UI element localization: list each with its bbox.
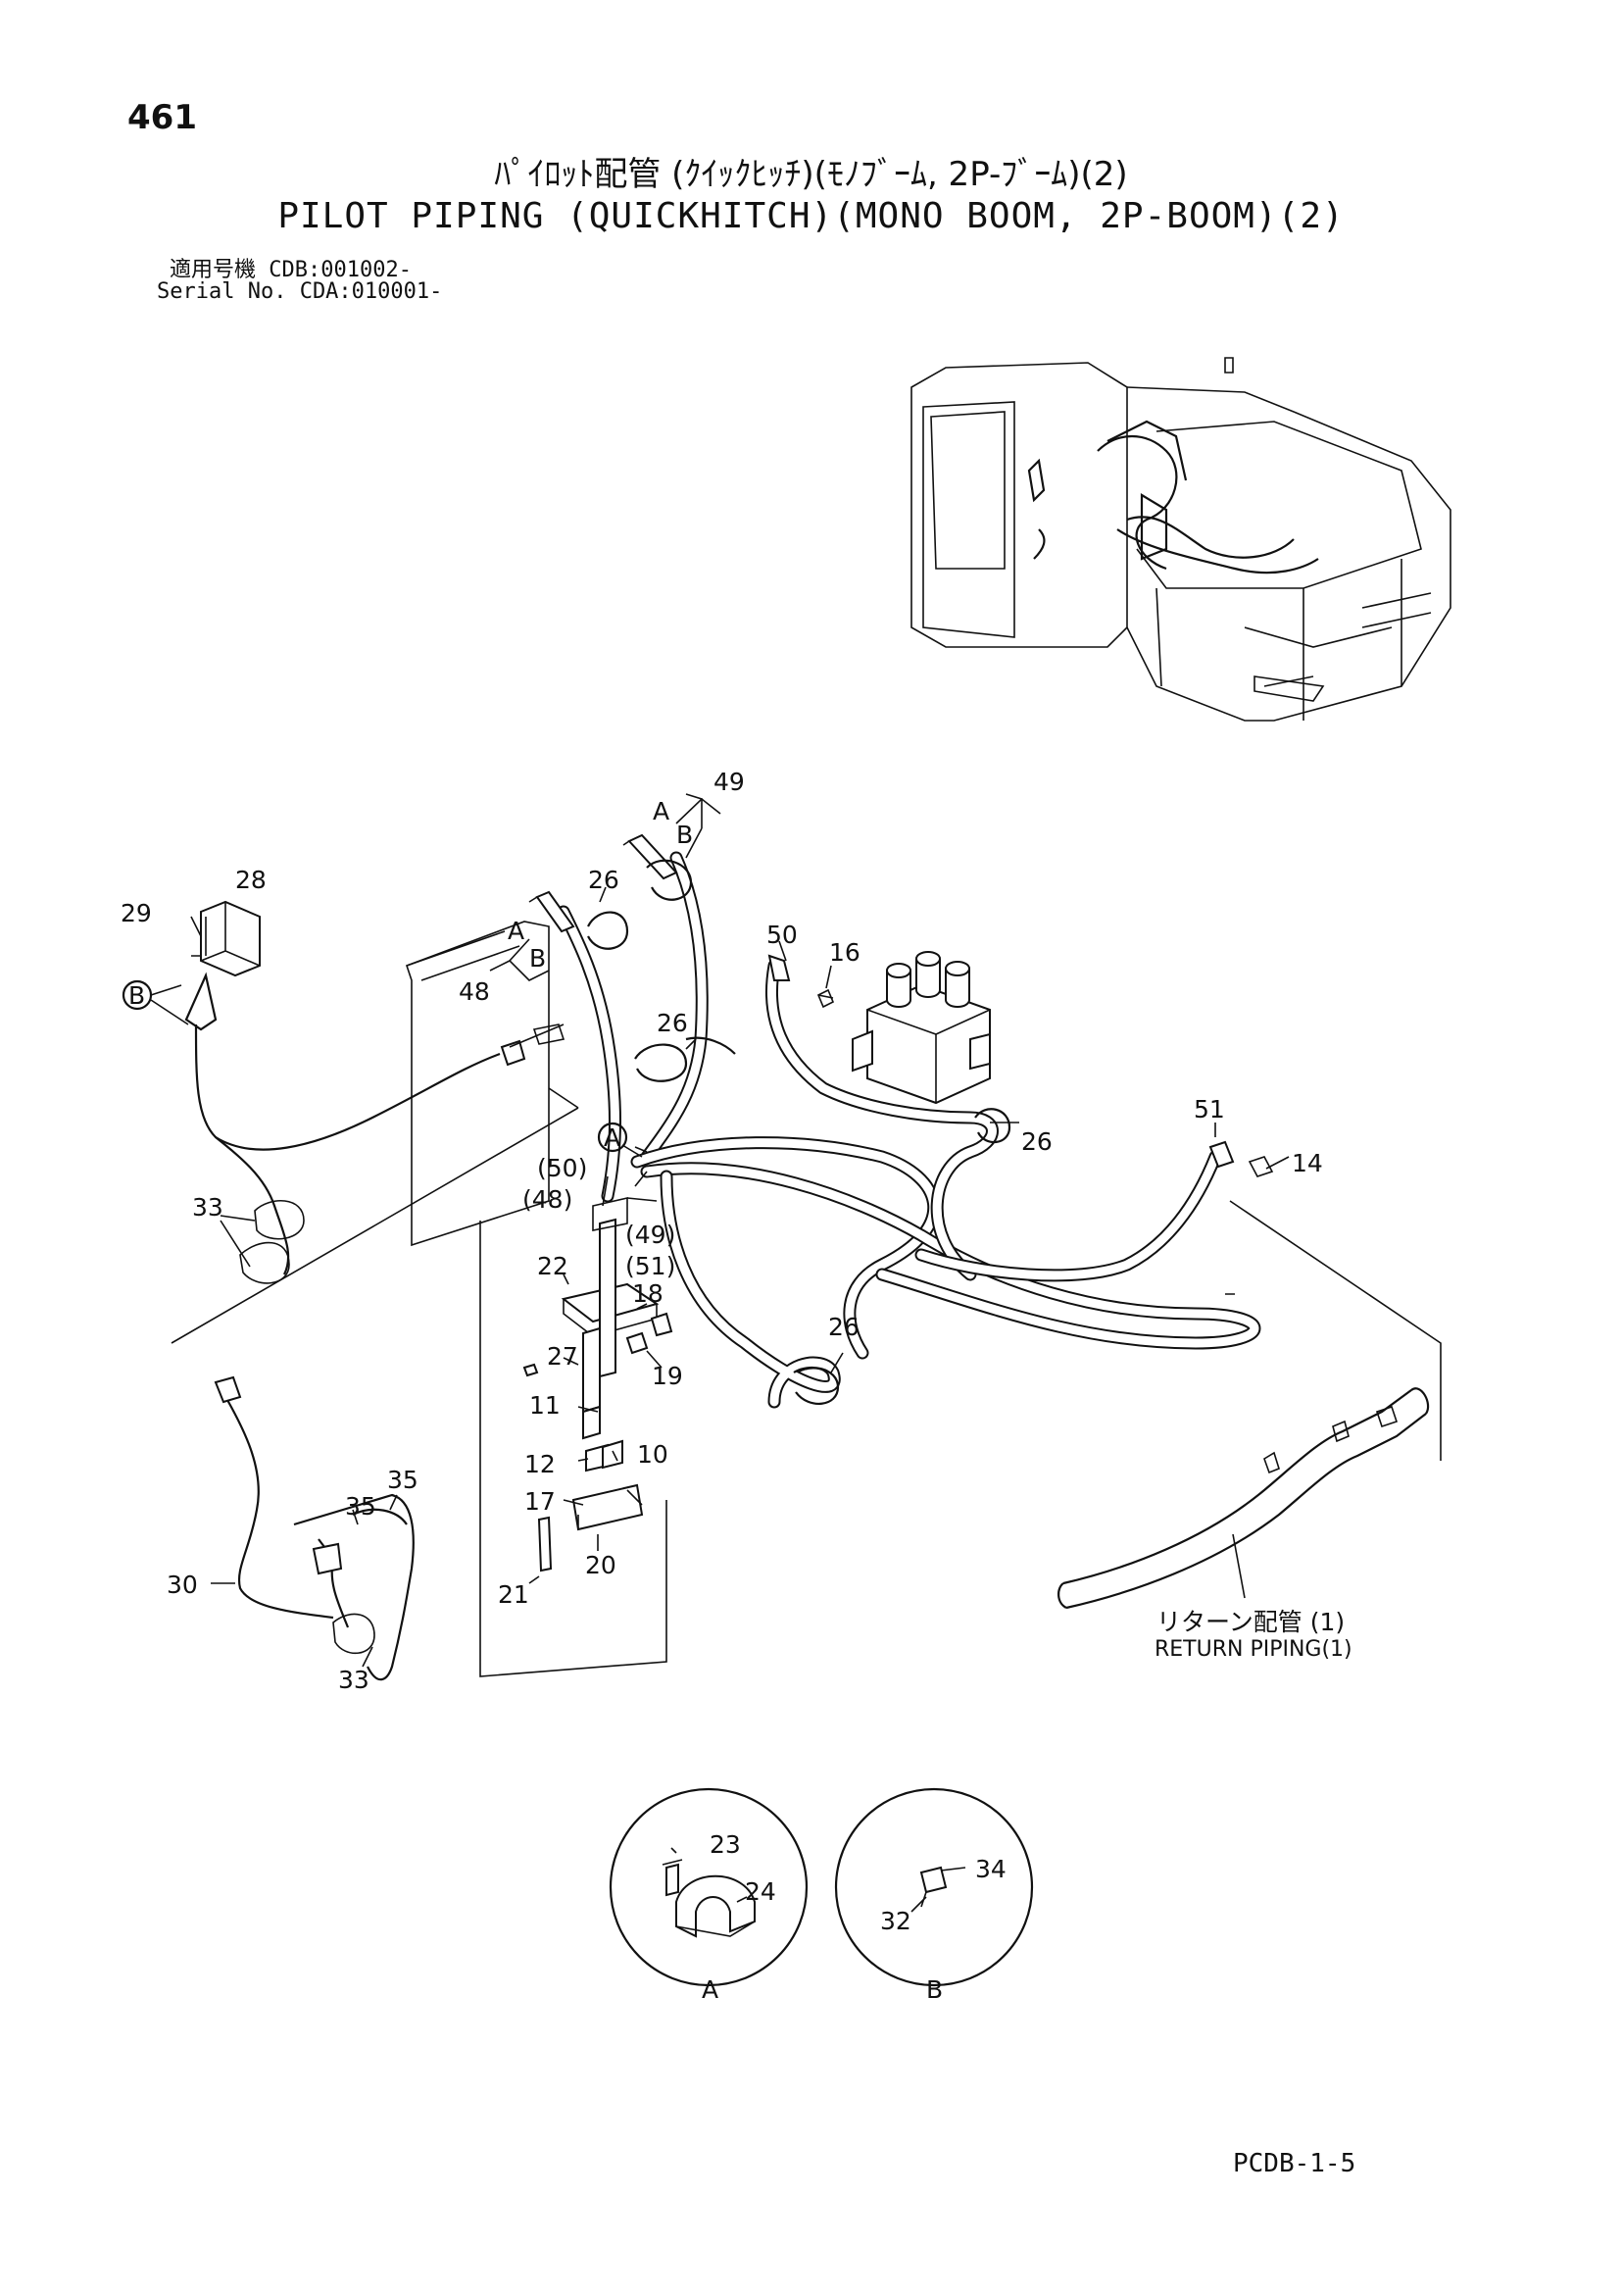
callout-48: 48 — [459, 977, 490, 1006]
callout-49: 49 — [713, 768, 745, 796]
callout-26-d: 26 — [828, 1313, 860, 1341]
callout-21: 21 — [498, 1580, 529, 1609]
callout-51-ref: (51) — [625, 1252, 675, 1280]
callout-24: 24 — [745, 1877, 776, 1906]
callout-49-a: A — [653, 797, 669, 825]
callout-11: 11 — [529, 1391, 561, 1420]
serial-english: Serial No. CDA:010001- — [157, 279, 443, 304]
detail-a-circle — [609, 1787, 809, 1987]
control-valve — [852, 951, 991, 1105]
callout-50-ref: (50) — [537, 1154, 587, 1182]
callout-labels: 49 A B 28 29 26 A B 48 50 16 B 26 A (50)… — [121, 768, 1323, 2004]
callout-49-ref: (49) — [625, 1221, 675, 1249]
callout-50: 50 — [766, 921, 798, 949]
callout-48-b: B — [529, 944, 546, 973]
title-english: PILOT PIPING (QUICKHITCH)(MONO BOOM, 2P-… — [277, 196, 1345, 236]
callout-49-b: B — [676, 821, 693, 849]
callout-34: 34 — [975, 1855, 1007, 1883]
callout-18: 18 — [632, 1279, 664, 1308]
detail-b-label: B — [926, 1975, 943, 2004]
page-number: 461 — [127, 98, 197, 137]
callout-10: 10 — [637, 1440, 668, 1469]
machine-overview — [910, 357, 1451, 722]
callout-23: 23 — [710, 1830, 741, 1859]
callout-16: 16 — [829, 938, 860, 967]
callout-51: 51 — [1194, 1095, 1225, 1123]
callout-35-b: 35 — [387, 1466, 418, 1494]
callout-48-a: A — [508, 917, 524, 945]
callout-35-a: 35 — [345, 1492, 376, 1521]
serial-japanese: 適用号機 CDB:001002- — [170, 258, 412, 282]
callout-33-a: 33 — [192, 1193, 223, 1222]
callout-22: 22 — [537, 1252, 568, 1280]
callout-20: 20 — [585, 1551, 616, 1579]
callout-b-marker: B — [128, 981, 145, 1010]
callout-29: 29 — [121, 899, 152, 927]
return-piping-label-english: RETURN PIPING(1) — [1155, 1637, 1352, 1662]
callout-48-ref: (48) — [522, 1185, 572, 1214]
callout-33-b: 33 — [338, 1666, 369, 1694]
return-piping-label-japanese: リターン配管 (1) — [1156, 1608, 1346, 1636]
callout-14: 14 — [1292, 1149, 1323, 1177]
main-assembly — [122, 793, 1442, 1987]
callout-26-c: 26 — [1021, 1127, 1053, 1156]
detail-b-circle — [834, 1787, 1034, 1987]
callout-a-marker: A — [604, 1123, 620, 1152]
callout-19: 19 — [652, 1362, 683, 1390]
callout-28: 28 — [235, 866, 267, 894]
callout-27: 27 — [547, 1342, 578, 1371]
callout-26-a: 26 — [588, 866, 619, 894]
callout-17: 17 — [524, 1487, 556, 1516]
callout-32: 32 — [880, 1907, 911, 1935]
detail-a-label: A — [702, 1975, 718, 2004]
callout-30: 30 — [167, 1571, 198, 1599]
callout-26-b: 26 — [657, 1009, 688, 1037]
marker-a-circle — [597, 1122, 628, 1153]
callout-12: 12 — [524, 1450, 556, 1478]
title-japanese: ﾊﾟｲﾛｯﾄ配管 (ｸｲｯｸﾋｯﾁ)(ﾓﾉﾌﾞｰﾑ, 2P-ﾌﾞｰﾑ)(2) — [494, 155, 1128, 194]
page-code: PCDB-1-5 — [1233, 2149, 1356, 2178]
